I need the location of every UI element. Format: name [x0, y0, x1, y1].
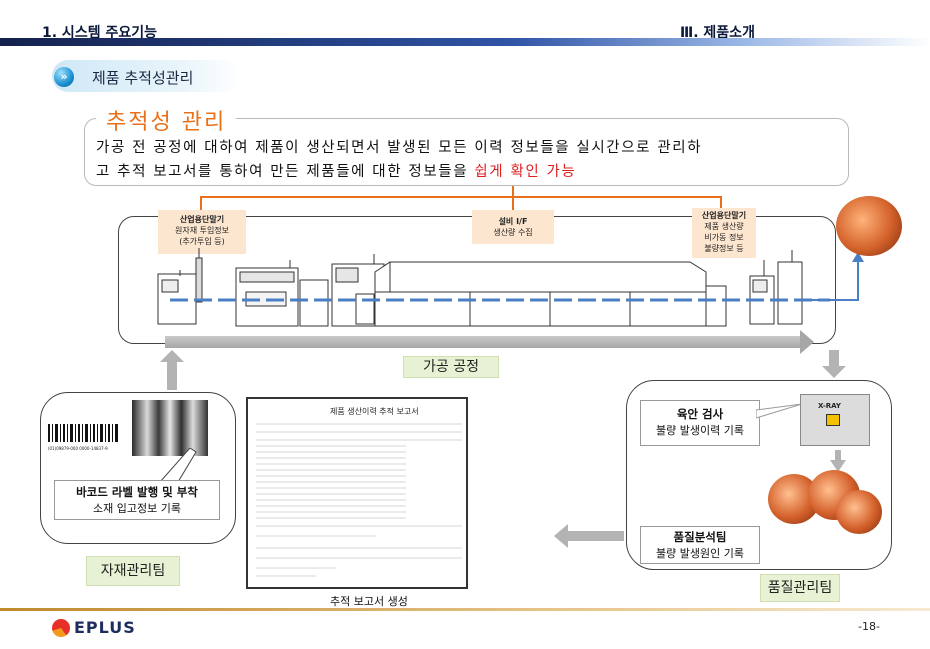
callout-middle-title: 설비 I/F — [498, 217, 528, 226]
company-logo: EPLUS — [74, 618, 136, 637]
callout-left-line1: 원자재 투입정보 — [174, 226, 230, 235]
description-line-2: 고 추적 보고서를 통하여 만든 제품들에 대한 정보들을 쉽게 확인 가능 — [96, 160, 576, 181]
copper-pipe-image — [836, 490, 882, 534]
speech-pointer — [160, 448, 197, 482]
barcode-icon — [48, 424, 118, 442]
page-number: -18- — [858, 620, 880, 633]
process-flow-arrow — [165, 336, 801, 348]
callout-left-title: 산업용단말기 — [179, 215, 225, 224]
header-bar — [0, 38, 930, 46]
subtitle-pill — [52, 60, 242, 92]
barcode-caption-box: 바코드 라벨 발행 및 부착 소재 입고정보 기록 — [54, 480, 220, 520]
up-arrow-icon — [160, 350, 184, 390]
analysis-text: 불량 발생원인 기록 — [656, 547, 744, 560]
barcode-caption-title: 바코드 라벨 발행 및 부착 — [76, 485, 198, 499]
analysis-title: 품질분석팀 — [673, 530, 727, 544]
description-line-2-prefix: 고 추적 보고서를 통하여 만든 제품들에 대한 정보들을 — [96, 164, 475, 180]
trace-report-document — [246, 397, 468, 589]
callout-left-line2: (추가투입 등) — [179, 237, 225, 246]
connector-line — [200, 196, 202, 210]
report-table-illustration — [256, 423, 462, 577]
callout-middle-line1: 생산량 수집 — [493, 228, 533, 237]
copper-pipe-image — [836, 196, 902, 256]
arrow-head-icon — [800, 330, 814, 354]
connector-line — [512, 186, 514, 198]
callout-right-title: 산업용단말기 — [701, 211, 747, 220]
left-arrow-icon — [554, 524, 624, 548]
description-highlight: 쉽게 확인 가능 — [474, 164, 577, 180]
inspection-box: 육안 검사 불량 발생이력 기록 — [640, 400, 760, 446]
bullet-icon: » — [54, 67, 74, 87]
section-title: Ⅲ. 제품소개 — [680, 25, 755, 41]
flow-arrow-icon — [810, 252, 864, 301]
spools-image — [132, 400, 208, 456]
warning-icon — [826, 414, 840, 426]
description-title: 추적성 관리 — [96, 104, 237, 136]
connector-line — [720, 196, 722, 208]
connector-line — [512, 196, 514, 210]
analysis-box: 품질분석팀 불량 발생원인 기록 — [640, 526, 760, 564]
callout-terminal-right: 산업용단말기 제품 생산량 비가동 정보 불량정보 등 — [692, 208, 756, 258]
inspection-title: 육안 검사 — [676, 407, 724, 421]
subtitle-text: 제품 추적성관리 — [92, 69, 194, 87]
xray-label: X-RAY — [818, 402, 841, 410]
down-arrow-icon — [830, 450, 846, 472]
callout-right-line3: 불량정보 등 — [704, 244, 744, 253]
quality-team-label: 품질관리팀 — [760, 574, 840, 602]
callout-right-line2: 비가동 정보 — [704, 233, 744, 242]
barcode-caption-text: 소재 입고정보 기록 — [93, 502, 181, 515]
callout-equipment-if: 설비 I/F 생산량 수집 — [472, 210, 554, 244]
footer-bar — [0, 608, 930, 611]
callout-terminal-left: 산업용단말기 원자재 투입정보 (추가투입 등) — [158, 210, 246, 254]
speech-pointer — [756, 404, 802, 419]
down-arrow-icon — [822, 350, 846, 378]
process-label: 가공 공정 — [403, 356, 499, 378]
callout-right-line1: 제품 생산량 — [704, 222, 744, 231]
barcode-number: (01)09879-000 0000-14837-9 — [48, 446, 108, 451]
report-title: 제품 생산이력 추적 보고서 — [330, 407, 419, 416]
report-caption: 추적 보고서 생성 — [330, 595, 408, 608]
eplus-logo-icon — [52, 619, 70, 637]
connector-line — [200, 196, 722, 198]
production-line-illustration — [157, 248, 830, 327]
page-header-title: 1. 시스템 주요기능 — [42, 25, 157, 41]
inspection-text: 불량 발생이력 기록 — [656, 424, 744, 437]
material-team-label: 자재관리팀 — [86, 556, 180, 586]
description-line-1: 가공 전 공정에 대하여 제품이 생산되면서 발생된 모든 이력 정보들을 실시… — [96, 140, 703, 156]
